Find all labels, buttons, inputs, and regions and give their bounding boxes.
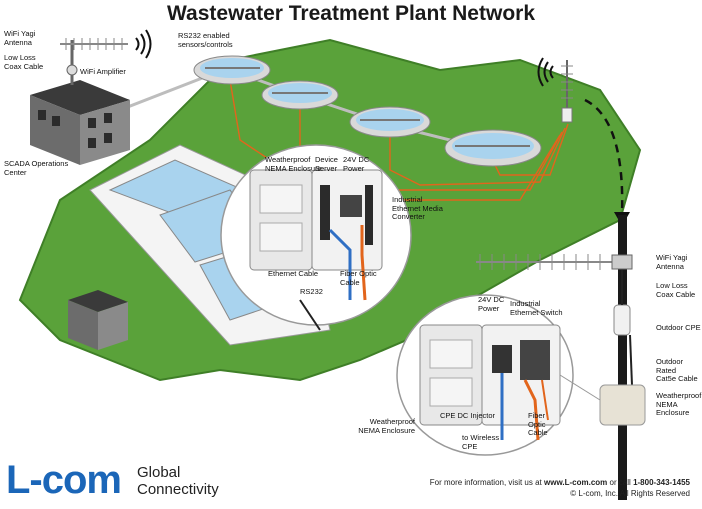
bottom-enclosure-callout	[396, 294, 601, 456]
scada-building	[30, 80, 130, 165]
label-wifi-yagi-antenna-left: WiFi Yagi Antenna	[4, 29, 36, 47]
label-scada-center: SCADA Operations Center	[4, 159, 69, 177]
lcom-logo: L-com Global Connectivity	[6, 458, 306, 502]
label-fiber-optic-cable-top: Fiber Optic Cable	[340, 269, 377, 287]
footer-phone[interactable]: 1-800-343-1455	[633, 478, 690, 487]
label-outdoor-cpe: Outdoor CPE	[656, 323, 701, 332]
top-enclosure-callout	[220, 144, 412, 331]
label-weatherproof-nema-right: Weatherproof NEMA Enclosure	[656, 391, 702, 417]
footer-url[interactable]: www.L-com.com	[544, 478, 608, 487]
label-industrial-ethernet-media-converter: Industrial Ethernet Media Converter	[392, 195, 443, 221]
footer-info-prefix: For more information, visit us at	[429, 478, 544, 487]
label-device-server: Device Server	[315, 155, 338, 173]
logo-tagline-line1: Global	[137, 464, 181, 481]
label-weatherproof-nema-top: Weatherproof NEMA Enclosure	[265, 155, 322, 173]
footer-copyright: © L-com, Inc. All Rights Reserved	[570, 489, 690, 498]
right-mast	[476, 215, 646, 500]
wifi-signal-icon	[135, 29, 152, 59]
logo-tagline-line2: Connectivity	[137, 481, 219, 498]
clarifier-4	[444, 129, 542, 167]
label-low-loss-coax-right: Low Loss Coax Cable	[656, 281, 696, 299]
label-industrial-ethernet-switch: Industrial Ethernet Switch	[510, 299, 563, 317]
wifi-signal-icon	[537, 57, 554, 87]
link-arrow	[584, 98, 624, 216]
label-fiber-optic-cable-bottom: Fiber Optic Cable	[528, 411, 548, 437]
label-rs232: RS232	[300, 287, 323, 296]
label-outdoor-rated-cat5e: Outdoor Rated Cat5e Cable	[656, 357, 698, 383]
label-cpe-dc-injector: CPE DC Injector	[440, 411, 496, 420]
label-to-wireless-cpe: to Wireless CPE	[462, 433, 500, 451]
logo-tagline: Global Connectivity	[137, 464, 219, 498]
label-low-loss-coax-left: Low Loss Coax Cable	[4, 53, 44, 71]
left-antenna-mast	[60, 38, 128, 85]
clarifier-2	[261, 80, 339, 110]
footer-info-mid: or call	[607, 478, 634, 487]
label-weatherproof-nema-bottom: Weatherproof NEMA Enclosure	[358, 417, 415, 435]
footer: For more information, visit us at www.L-…	[430, 477, 690, 499]
clarifier-1	[193, 55, 271, 85]
label-ethernet-cable: Ethernet Cable	[268, 269, 319, 278]
label-rs232-sensors: RS232 enabled sensors/controls	[178, 31, 233, 49]
remote-building	[68, 290, 128, 350]
label-wifi-amplifier: WiFi Amplifier	[80, 67, 126, 76]
right-top-antenna	[561, 60, 573, 123]
clarifier-3	[349, 106, 431, 138]
label-wifi-yagi-antenna-right: WiFi Yagi Antenna	[656, 253, 688, 271]
label-24v-power-top: 24V DC Power	[343, 155, 370, 173]
diagram-title: Wastewater Treatment Plant Network	[167, 2, 535, 25]
logo-mark: L-com	[6, 458, 122, 502]
footer-info-line: For more information, visit us at www.L-…	[430, 477, 690, 488]
label-24v-power-bottom: 24V DC Power	[478, 295, 505, 313]
